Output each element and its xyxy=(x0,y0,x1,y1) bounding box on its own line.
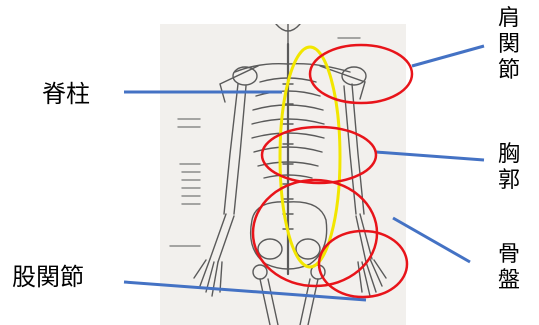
shoulder-joint-highlight xyxy=(310,45,412,103)
pelvis-label: 骨盤 xyxy=(496,242,522,294)
hip-joint-label: 股関節 xyxy=(12,265,84,289)
thorax-leader-line xyxy=(376,152,484,160)
hip-joint-highlight xyxy=(319,231,407,297)
spine-label: 脊柱 xyxy=(42,82,90,106)
shoulder-joint-label: 肩関節 xyxy=(496,6,522,84)
pelvis-highlight xyxy=(253,180,377,286)
shoulder-leader-line xyxy=(412,46,484,66)
thorax-label: 胸郭 xyxy=(496,142,522,194)
